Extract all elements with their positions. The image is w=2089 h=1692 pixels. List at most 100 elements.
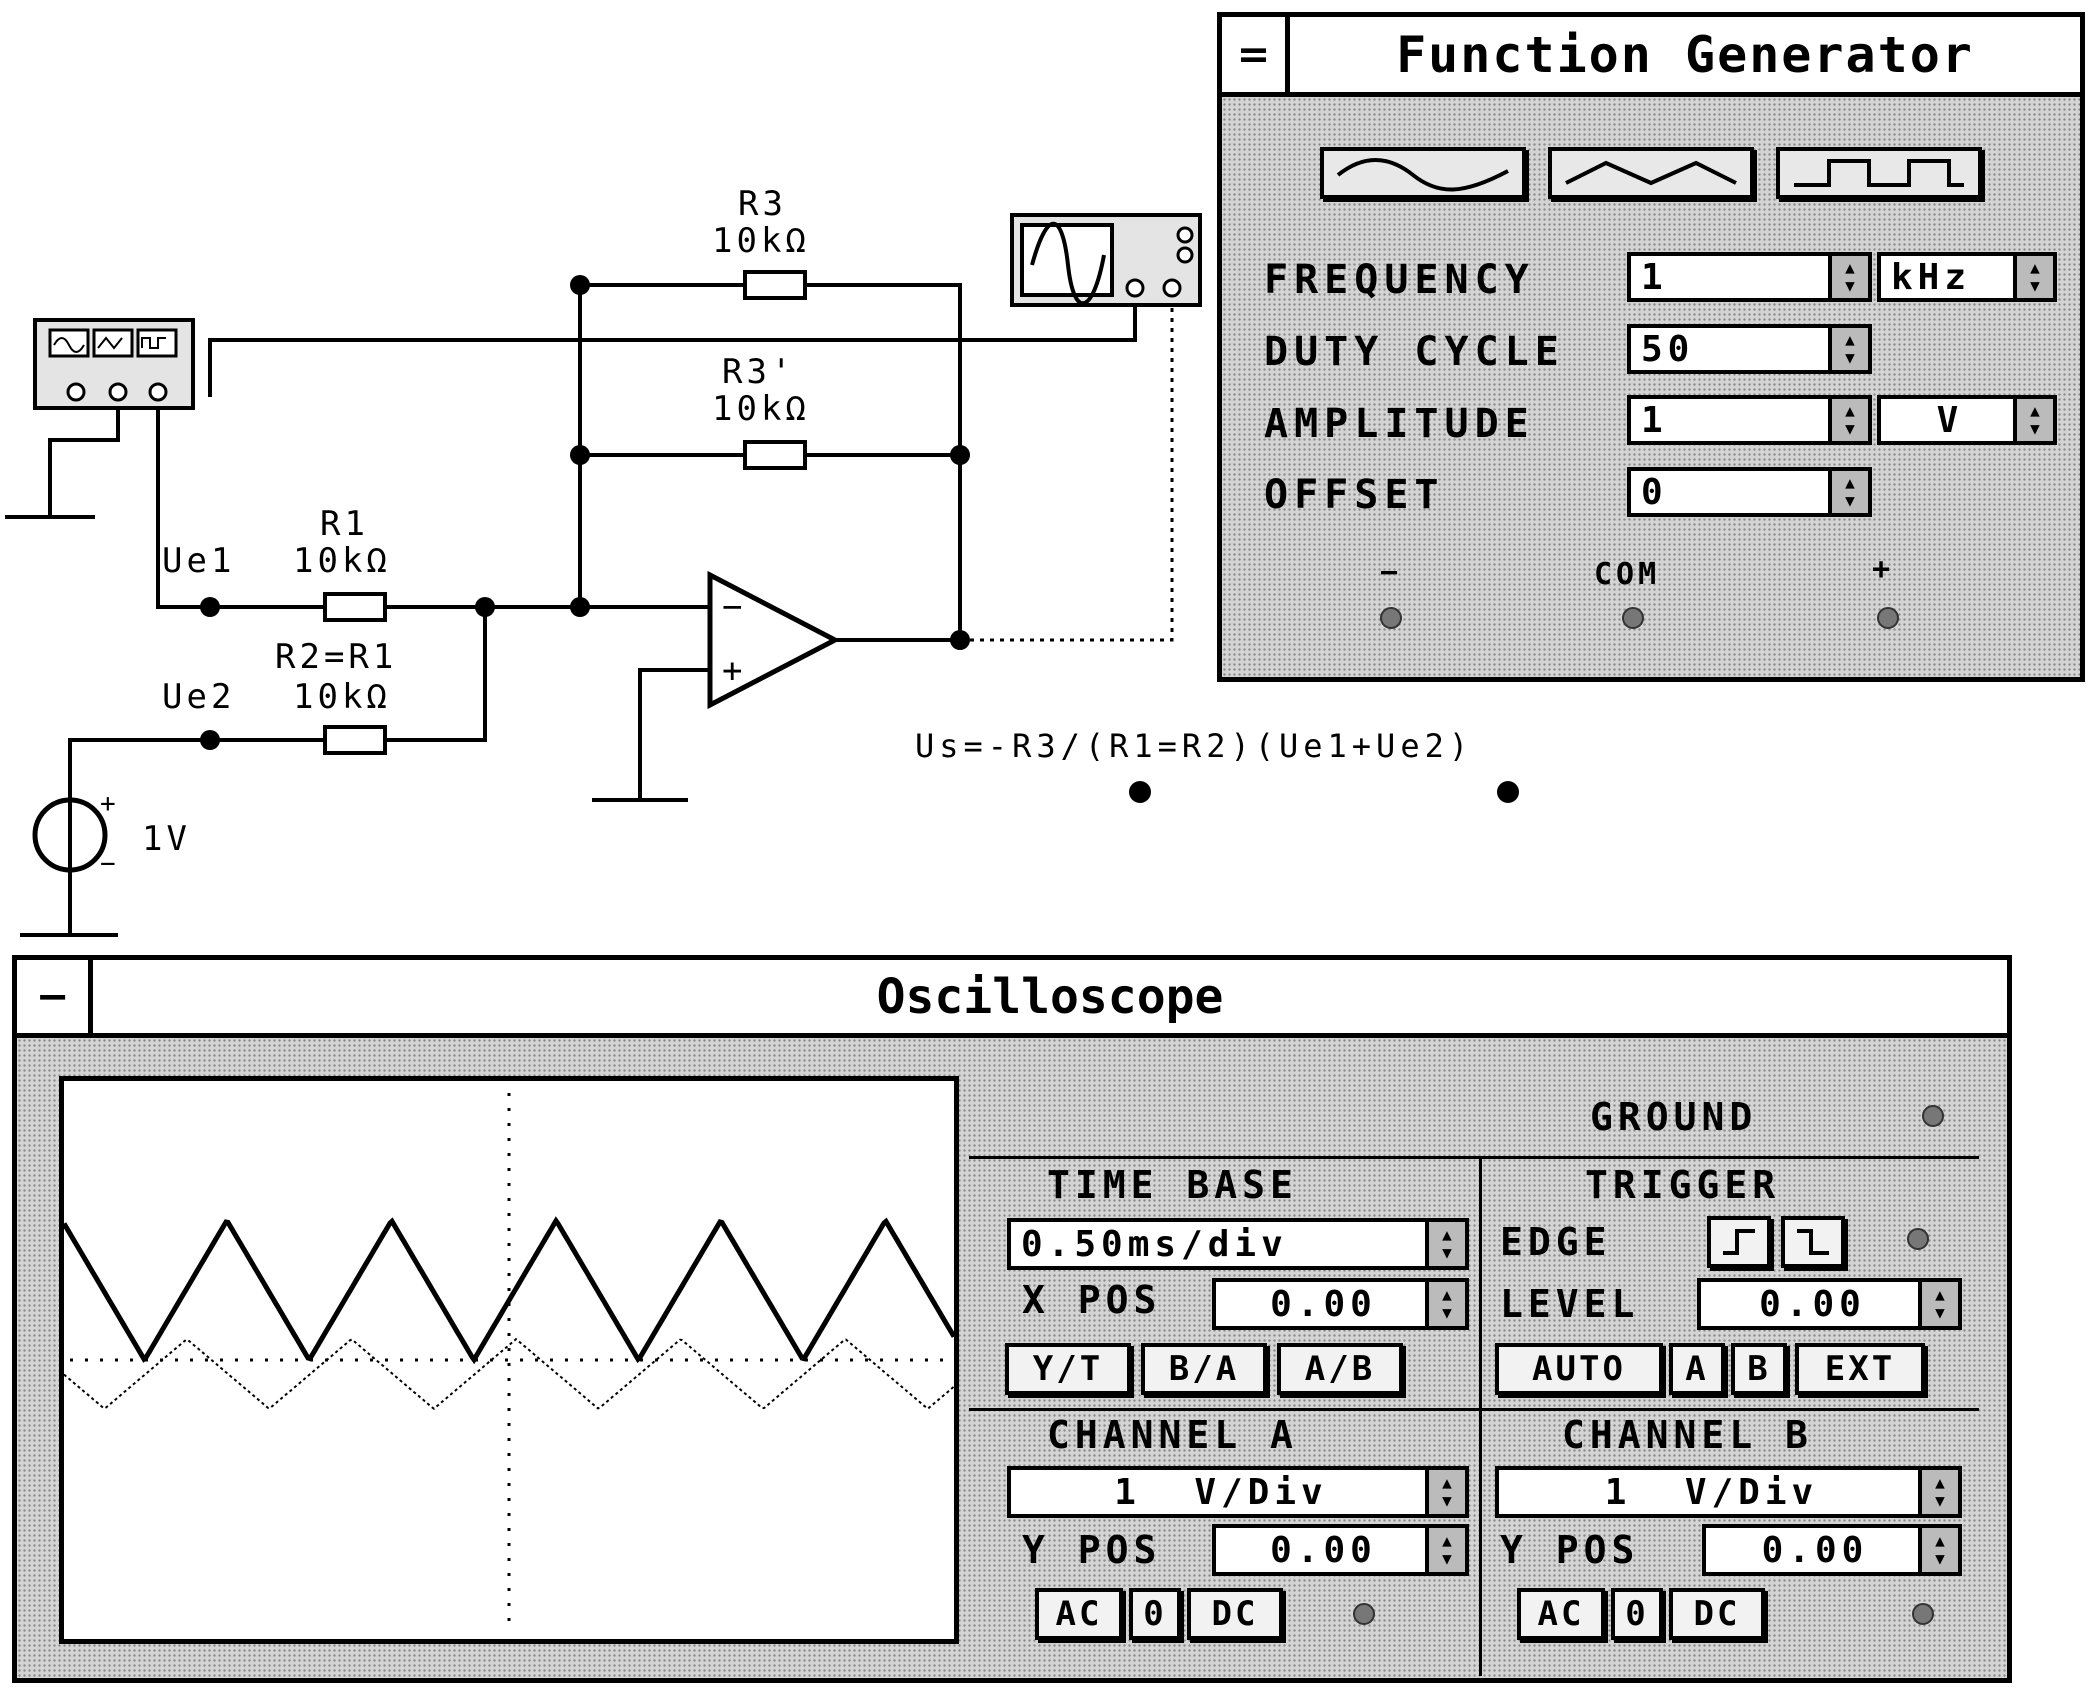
edge-falling-button[interactable] xyxy=(1781,1216,1845,1268)
frequency-input[interactable]: 1 ▲▼ xyxy=(1627,252,1872,302)
trigger-level-spinner-icon[interactable]: ▲▼ xyxy=(1918,1282,1958,1326)
channel-b-terminal-icon[interactable] xyxy=(1912,1603,1934,1625)
frequency-spinner-icon[interactable]: ▲▼ xyxy=(1828,256,1868,298)
trace-channel-a xyxy=(61,1216,957,1365)
function-generator-window: = Function Generator FREQUENCY 1 ▲▼ kHz … xyxy=(1217,12,2085,682)
x-pos-spinner-icon[interactable]: ▲▼ xyxy=(1425,1282,1465,1326)
r1-value: 10kΩ xyxy=(293,541,391,581)
offset-input[interactable]: 0 ▲▼ xyxy=(1627,467,1872,517)
terminal-minus-icon[interactable] xyxy=(1380,607,1402,629)
trigger-auto-button[interactable]: AUTO xyxy=(1495,1343,1663,1395)
r3-value: 10kΩ xyxy=(712,221,810,261)
amplitude-unit-spinner-icon[interactable]: ▲▼ xyxy=(2013,399,2053,441)
channel-b-zero-button[interactable]: 0 xyxy=(1611,1588,1663,1640)
channel-b-dc-button[interactable]: DC xyxy=(1669,1588,1765,1640)
trigger-a-button[interactable]: A xyxy=(1669,1343,1725,1395)
osc-title: Oscilloscope xyxy=(876,968,1224,1025)
mode-yt-button[interactable]: Y/T xyxy=(1005,1343,1131,1395)
x-pos-label: X POS xyxy=(1022,1278,1162,1322)
time-base-select[interactable]: 0.50ms/div ▲▼ xyxy=(1007,1218,1469,1270)
r3p-value: 10kΩ xyxy=(712,389,810,429)
frequency-unit-select[interactable]: kHz ▲▼ xyxy=(1877,252,2057,302)
source-value: 1V xyxy=(142,819,191,859)
sine-wave-icon xyxy=(1336,158,1509,192)
panel-divider-top xyxy=(969,1156,1979,1159)
amplitude-unit-select[interactable]: V ▲▼ xyxy=(1877,395,2057,445)
time-base-label: TIME BASE xyxy=(1047,1163,1298,1207)
triangle-wave-icon xyxy=(1565,160,1737,186)
r3-label: R3 xyxy=(738,184,787,224)
duty-cycle-input[interactable]: 50 ▲▼ xyxy=(1627,324,1872,374)
channel-a-scale-spinner-icon[interactable]: ▲▼ xyxy=(1425,1470,1465,1514)
svg-text:−: − xyxy=(100,849,120,879)
svg-text:+: + xyxy=(100,789,120,819)
frequency-unit-spinner-icon[interactable]: ▲▼ xyxy=(2013,256,2053,298)
trigger-ext-button[interactable]: EXT xyxy=(1795,1343,1925,1395)
trigger-level-input[interactable]: 0.00 ▲▼ xyxy=(1697,1278,1962,1330)
ue1-label: Ue1 xyxy=(162,541,235,581)
offset-label: OFFSET xyxy=(1264,472,1445,518)
r2-label: R2=R1 xyxy=(275,637,397,677)
channel-a-scale-select[interactable]: 1 V/Div ▲▼ xyxy=(1007,1466,1469,1518)
channel-b-ypos-label: Y POS xyxy=(1500,1528,1640,1572)
square-wave-button[interactable] xyxy=(1776,147,1982,199)
channel-a-terminal-icon[interactable] xyxy=(1353,1603,1375,1625)
terminal-com-icon[interactable] xyxy=(1622,607,1644,629)
scope-screen xyxy=(59,1076,959,1644)
osc-titlebar: − Oscilloscope xyxy=(17,960,2007,1038)
oscilloscope-symbol xyxy=(1010,213,1202,307)
duty-cycle-spinner-icon[interactable]: ▲▼ xyxy=(1828,328,1868,370)
fg-titlebar: = Function Generator xyxy=(1222,17,2080,97)
amplitude-spinner-icon[interactable]: ▲▼ xyxy=(1828,399,1868,441)
fg-body: FREQUENCY 1 ▲▼ kHz ▲▼ DUTY CYCLE 50 ▲▼ A… xyxy=(1222,97,2080,677)
channel-a-zero-button[interactable]: 0 xyxy=(1129,1588,1181,1640)
channel-a-dc-button[interactable]: DC xyxy=(1187,1588,1283,1640)
formula: Us=-R3/(R1=R2)(Ue1+Ue2) xyxy=(915,727,1473,765)
trigger-label: TRIGGER xyxy=(1585,1163,1781,1207)
channel-b-scale-spinner-icon[interactable]: ▲▼ xyxy=(1918,1470,1958,1514)
x-pos-input[interactable]: 0.00 ▲▼ xyxy=(1212,1278,1469,1330)
osc-system-menu-button[interactable]: − xyxy=(17,960,93,1033)
offset-spinner-icon[interactable]: ▲▼ xyxy=(1828,471,1868,513)
channel-b-scale-select[interactable]: 1 V/Div ▲▼ xyxy=(1495,1466,1962,1518)
channel-b-ac-button[interactable]: AC xyxy=(1517,1588,1605,1640)
panel-divider-middle xyxy=(1479,1156,1482,1676)
ue2-label: Ue2 xyxy=(162,677,235,717)
triangle-wave-button[interactable] xyxy=(1548,147,1754,199)
sine-wave-button[interactable] xyxy=(1320,147,1526,199)
channel-b-ypos-spinner-icon[interactable]: ▲▼ xyxy=(1918,1528,1958,1572)
ground-label: GROUND xyxy=(1590,1095,1758,1139)
channel-a-ypos-spinner-icon[interactable]: ▲▼ xyxy=(1425,1528,1465,1572)
generator-symbol xyxy=(33,318,195,410)
trigger-ext-terminal-icon[interactable] xyxy=(1907,1228,1929,1250)
rising-edge-icon xyxy=(1723,1229,1755,1255)
opamp-minus: − xyxy=(722,587,746,627)
amplitude-label: AMPLITUDE xyxy=(1264,401,1535,447)
mode-ab-button[interactable]: A/B xyxy=(1277,1343,1403,1395)
r2-value: 10kΩ xyxy=(293,677,391,717)
scope-grid xyxy=(70,1093,948,1627)
mode-ba-button[interactable]: B/A xyxy=(1141,1343,1267,1395)
fg-system-menu-button[interactable]: = xyxy=(1222,17,1290,92)
oscilloscope-window: − Oscilloscope GROUND TIME BASE 0.50ms/d… xyxy=(12,955,2012,1683)
channel-b-ypos-input[interactable]: 0.00 ▲▼ xyxy=(1702,1524,1962,1576)
terminal-minus-label: − xyxy=(1380,555,1403,590)
frequency-label: FREQUENCY xyxy=(1264,257,1535,303)
fg-title: Function Generator xyxy=(1396,25,1974,84)
ground-terminal-icon[interactable] xyxy=(1922,1105,1944,1127)
amplitude-input[interactable]: 1 ▲▼ xyxy=(1627,395,1872,445)
terminal-com-label: COM xyxy=(1594,557,1661,592)
time-base-spinner-icon[interactable]: ▲▼ xyxy=(1425,1222,1465,1266)
square-wave-icon xyxy=(1794,159,1964,187)
channel-a-ac-button[interactable]: AC xyxy=(1035,1588,1123,1640)
edge-rising-button[interactable] xyxy=(1707,1216,1771,1268)
panel-divider-lower xyxy=(969,1408,1979,1411)
terminal-plus-icon[interactable] xyxy=(1877,607,1899,629)
opamp-plus: + xyxy=(722,651,746,691)
channel-a-ypos-input[interactable]: 0.00 ▲▼ xyxy=(1212,1524,1469,1576)
osc-body: GROUND TIME BASE 0.50ms/div ▲▼ X POS 0.0… xyxy=(17,1038,2007,1678)
trigger-b-button[interactable]: B xyxy=(1731,1343,1787,1395)
trace-channel-b xyxy=(63,1337,955,1410)
duty-cycle-label: DUTY CYCLE xyxy=(1264,329,1565,375)
